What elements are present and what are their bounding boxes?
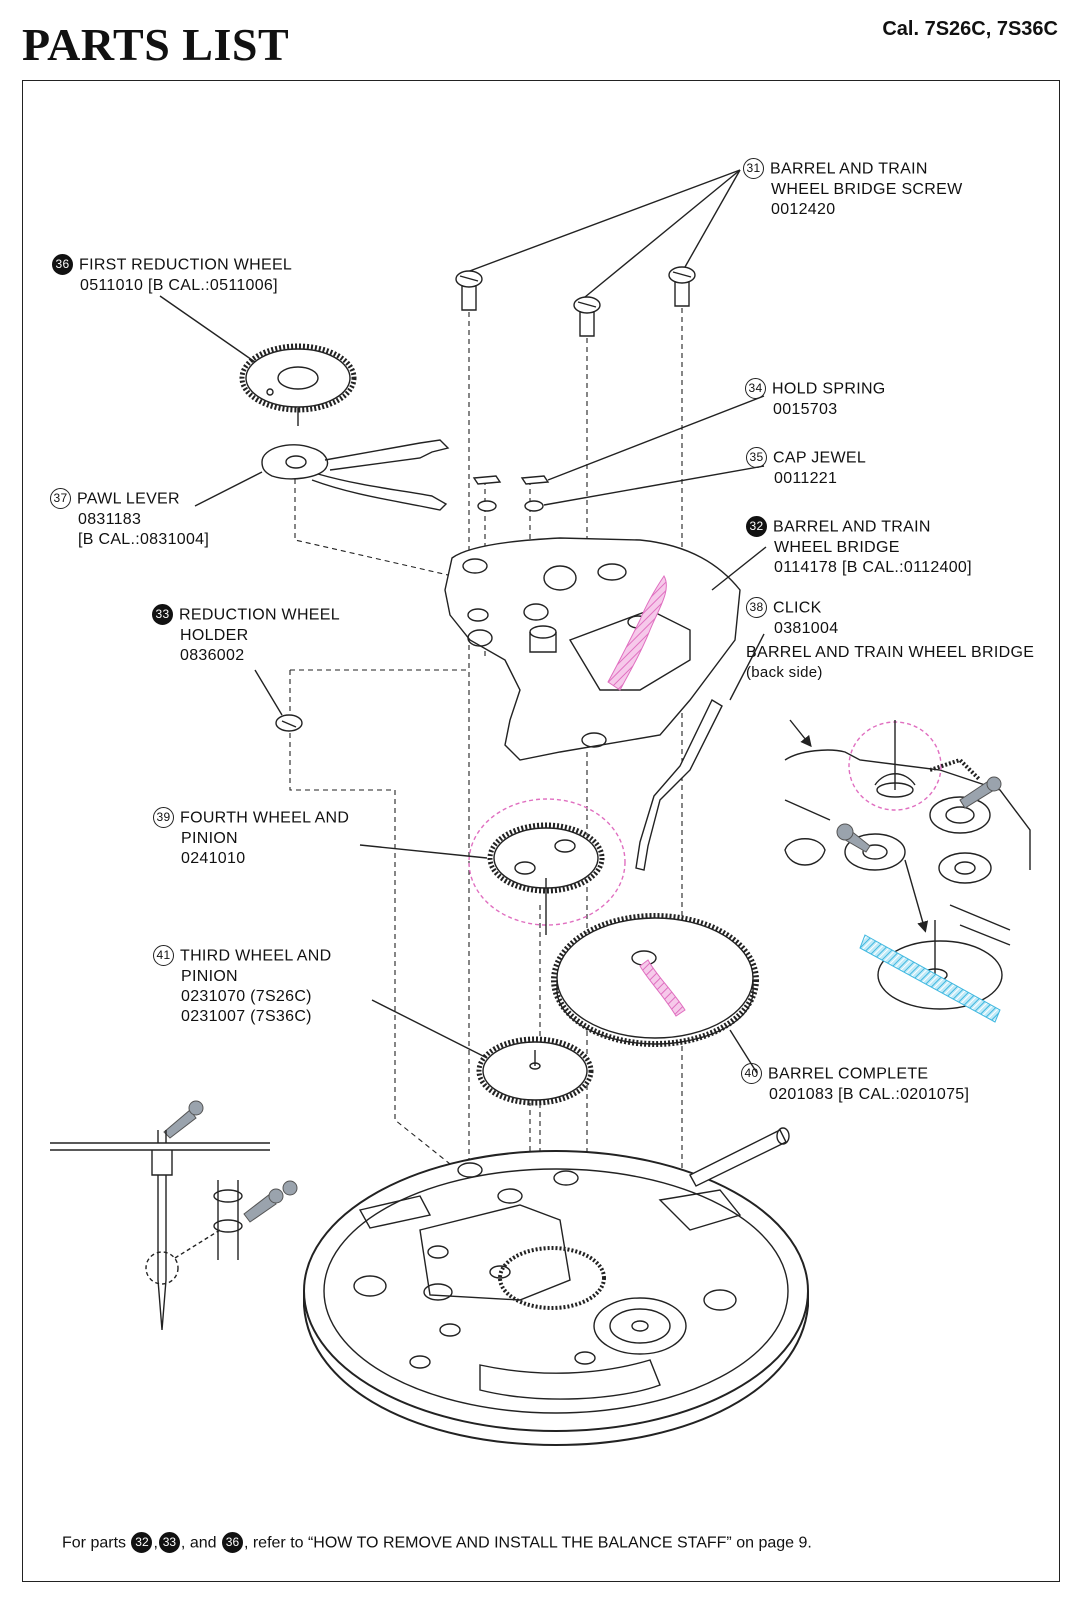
leader-36 [159,295,256,363]
first-reduction-wheel [239,343,357,426]
part-41-number-7s26c: 0231070 (7S26C) [181,988,312,1005]
leader-41 [371,999,488,1059]
part-37-alt-number: [B CAL.:0831004] [78,531,210,548]
callout-40: 40 [741,1063,762,1084]
callout-38: 38 [746,597,767,618]
part-35-number: 0011221 [774,470,838,487]
back-side-sub: (back side) [746,664,823,681]
leader-33 [254,669,283,716]
back-side-inset [784,719,1031,1023]
callout-31: 31 [743,158,764,179]
footer-sep-1: , [153,1534,158,1552]
third-wheel [476,1036,594,1106]
part-40-number: 0201083 [B CAL.:0201075] [769,1086,970,1103]
screw-2 [573,296,601,337]
bridge-plate [444,537,741,761]
assembly-lines [289,308,683,1240]
part-33-line-1: REDUCTION WHEEL [179,606,340,624]
part-36-number: 0511010 [B CAL.:0511006] [80,277,278,294]
barrel-complete [551,913,759,1047]
part-41-line-2: PINION [181,968,238,985]
leader-31 [466,169,741,298]
part-41-number-7s36c: 0231007 (7S36C) [181,1008,312,1025]
label-part-36: 36 FIRST REDUCTION WHEEL 0511010 [B CAL.:… [52,254,293,296]
label-part-39: 39 FOURTH WHEEL AND PINION 0241010 [153,807,350,869]
leader-34 [547,395,765,481]
callout-33: 33 [152,604,173,625]
main-movement [303,1127,809,1447]
page-title: PARTS LIST [22,19,290,70]
label-part-37: 37 PAWL LEVER 0831183 [B CAL.:0831004] [50,488,210,550]
part-35-line-1: CAP JEWEL [773,449,867,467]
part-38-line-1: CLICK [773,599,822,617]
hold-springs [472,475,550,485]
part-39-line-1: FOURTH WHEEL AND [180,809,350,827]
part-41-line-1: THIRD WHEEL AND [180,947,332,965]
footer-note: For parts 32,33, and 36, refer to “HOW T… [62,1532,812,1554]
part-34-number: 0015703 [773,401,838,418]
leader-35 [543,465,765,506]
part-31-number: 0012420 [771,201,836,218]
leader-37 [194,471,263,507]
label-part-38: 38 CLICK 0381004 [746,597,839,639]
part-40-line-1: BARREL COMPLETE [768,1065,929,1083]
callout-37: 37 [50,488,71,509]
part-32-line-2: WHEEL BRIDGE [774,539,900,556]
footer-prefix: For parts [62,1534,131,1552]
part-38-number: 0381004 [774,620,839,637]
footer-suffix: , refer to “HOW TO REMOVE AND INSTALL TH… [243,1534,812,1552]
part-33-number: 0836002 [180,647,245,664]
back-side-label: BARREL AND TRAIN WHEEL BRIDGE (back side… [746,643,1034,683]
part-34-line-1: HOLD SPRING [772,380,886,398]
leader-38 [729,633,765,701]
part-32-number: 0114178 [B CAL.:0112400] [774,559,972,576]
caliber-label: Cal. 7S26C, 7S36C [882,18,1058,40]
callout-39: 39 [153,807,174,828]
part-31-line-1: BARREL AND TRAIN [770,160,928,178]
part-36-line-1: FIRST REDUCTION WHEEL [79,256,293,274]
label-part-40: 40 BARREL COMPLETE 0201083 [B CAL.:020107… [741,1063,970,1105]
label-part-33: 33 REDUCTION WHEEL HOLDER 0836002 [152,604,340,666]
callout-34: 34 [745,378,766,399]
label-part-31: 31 BARREL AND TRAIN WHEEL BRIDGE SCREW 00… [743,158,963,220]
part-39-number: 0241010 [181,850,246,867]
footer-sep-2: , and [180,1534,221,1552]
cap-jewels [477,500,544,512]
label-part-32: 32 BARREL AND TRAIN WHEEL BRIDGE 0114178 … [746,516,972,578]
part-39-line-2: PINION [181,830,238,847]
diagram-frame [22,80,1060,1582]
reduction-wheel-holder [275,714,303,732]
callout-32: 32 [746,516,767,537]
callout-35: 35 [746,447,767,468]
pawl-lever [261,439,450,511]
screw-1 [455,270,483,311]
part-37-line-1: PAWL LEVER [77,490,180,508]
footer-callout-33: 33 [158,1532,180,1553]
back-side-title: BARREL AND TRAIN WHEEL BRIDGE [746,644,1035,661]
part-31-line-2: WHEEL BRIDGE SCREW [771,181,963,198]
click-spring [635,699,723,871]
part-33-line-2: HOLDER [180,627,249,644]
label-part-34: 34 HOLD SPRING 0015703 [745,378,886,420]
leader-32 [711,546,767,591]
footer-callout-36: 36 [221,1532,243,1553]
balance-staff-detail [50,1130,270,1331]
callout-41: 41 [153,945,174,966]
part-37-number: 0831183 [78,511,142,528]
leader-39 [359,844,488,859]
bridge-highlight [607,575,667,691]
label-part-41: 41 THIRD WHEEL AND PINION 0231070 (7S26C)… [153,945,332,1027]
screw-3 [668,266,696,307]
footer-callout-32: 32 [131,1532,153,1553]
label-part-35: 35 CAP JEWEL 0011221 [746,447,867,489]
fourth-wheel [468,798,626,935]
part-32-line-1: BARREL AND TRAIN [773,518,931,536]
callout-36: 36 [52,254,73,275]
